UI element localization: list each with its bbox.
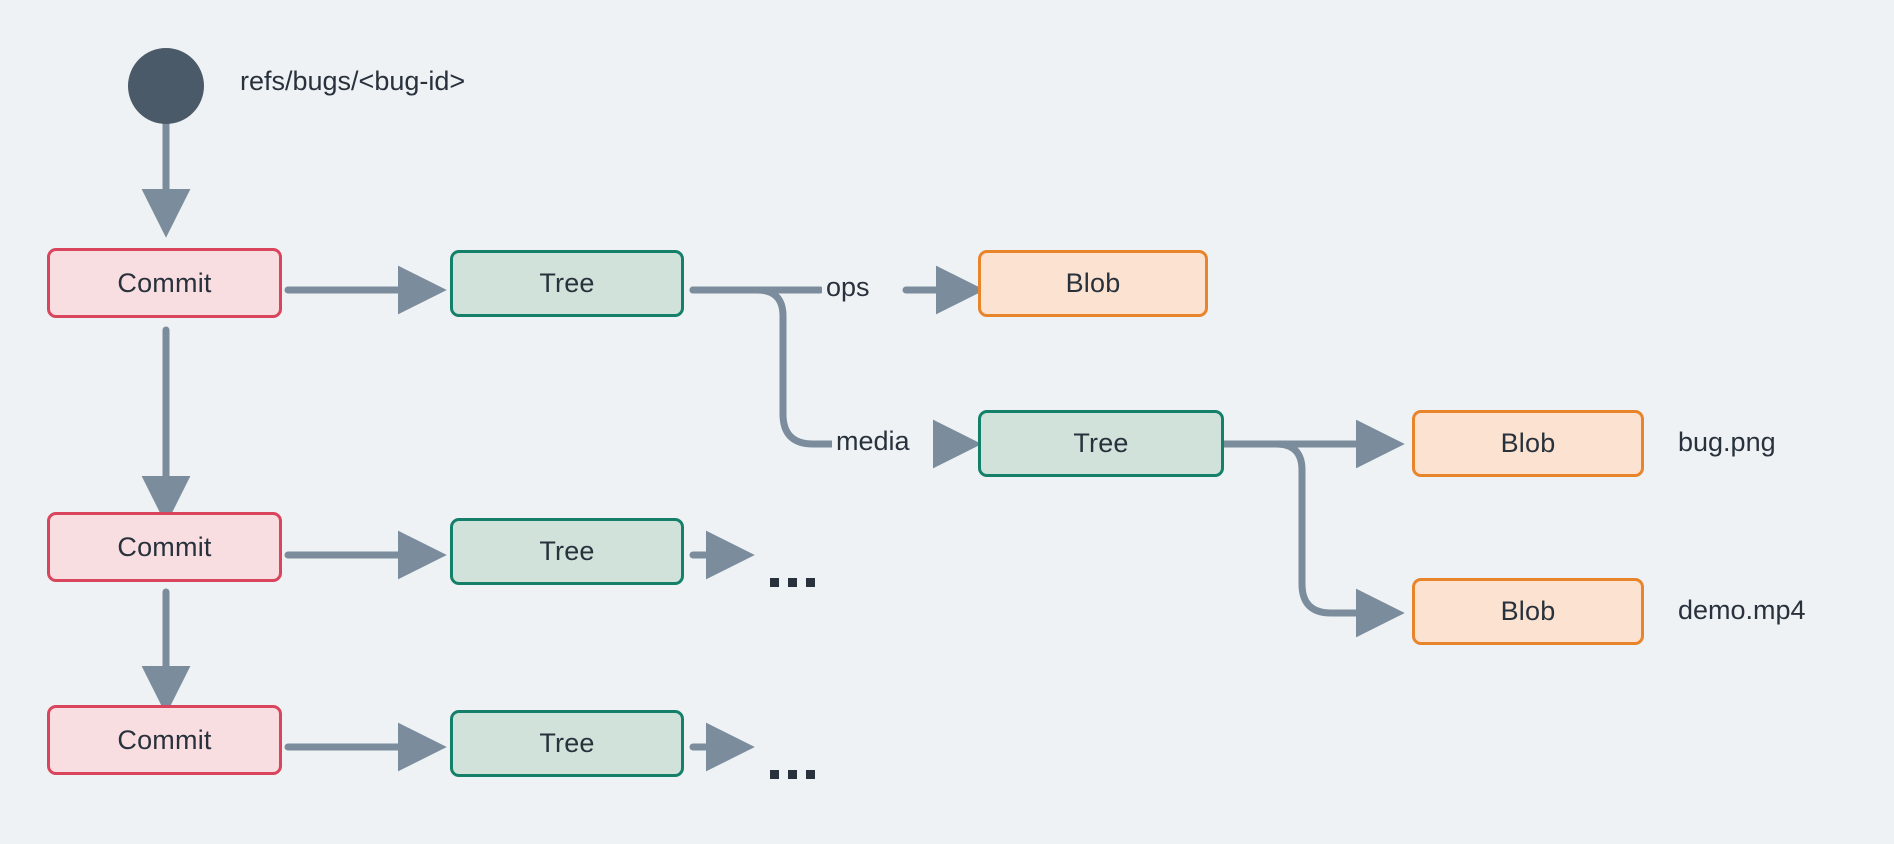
- ellipsis-dot: [788, 770, 797, 779]
- edge-tree1-to-media-label: [689, 286, 840, 448]
- node-tree-2[interactable]: Tree: [450, 518, 684, 585]
- ellipsis-dot: [806, 578, 815, 587]
- node-tree-media[interactable]: Tree: [978, 410, 1224, 477]
- node-blob-bug-png[interactable]: Blob: [1412, 410, 1644, 477]
- ellipsis-dot: [770, 578, 779, 587]
- ellipsis-tree-3: [770, 770, 815, 779]
- file-label-demo-mp4: demo.mp4: [1678, 595, 1806, 625]
- ellipsis-dot: [806, 770, 815, 779]
- node-tree-1[interactable]: Tree: [450, 250, 684, 317]
- node-commit-2[interactable]: Commit: [47, 512, 282, 582]
- edge-treemedia-to-blob-demo: [1218, 440, 1405, 638]
- ellipsis-tree-2: [770, 578, 815, 587]
- edge-label-media: media: [832, 426, 914, 457]
- node-tree-3[interactable]: Tree: [450, 710, 684, 777]
- node-commit-1[interactable]: Commit: [47, 248, 282, 318]
- ref-head-dot[interactable]: [128, 48, 204, 124]
- node-commit-3[interactable]: Commit: [47, 705, 282, 775]
- file-label-bug-png: bug.png: [1678, 427, 1776, 457]
- edge-label-ops: ops: [822, 272, 874, 303]
- ref-name-label: refs/bugs/<bug-id>: [240, 66, 466, 96]
- ellipsis-dot: [770, 770, 779, 779]
- ellipsis-dot: [788, 578, 797, 587]
- node-blob-ops[interactable]: Blob: [978, 250, 1208, 317]
- node-blob-demo-mp4[interactable]: Blob: [1412, 578, 1644, 645]
